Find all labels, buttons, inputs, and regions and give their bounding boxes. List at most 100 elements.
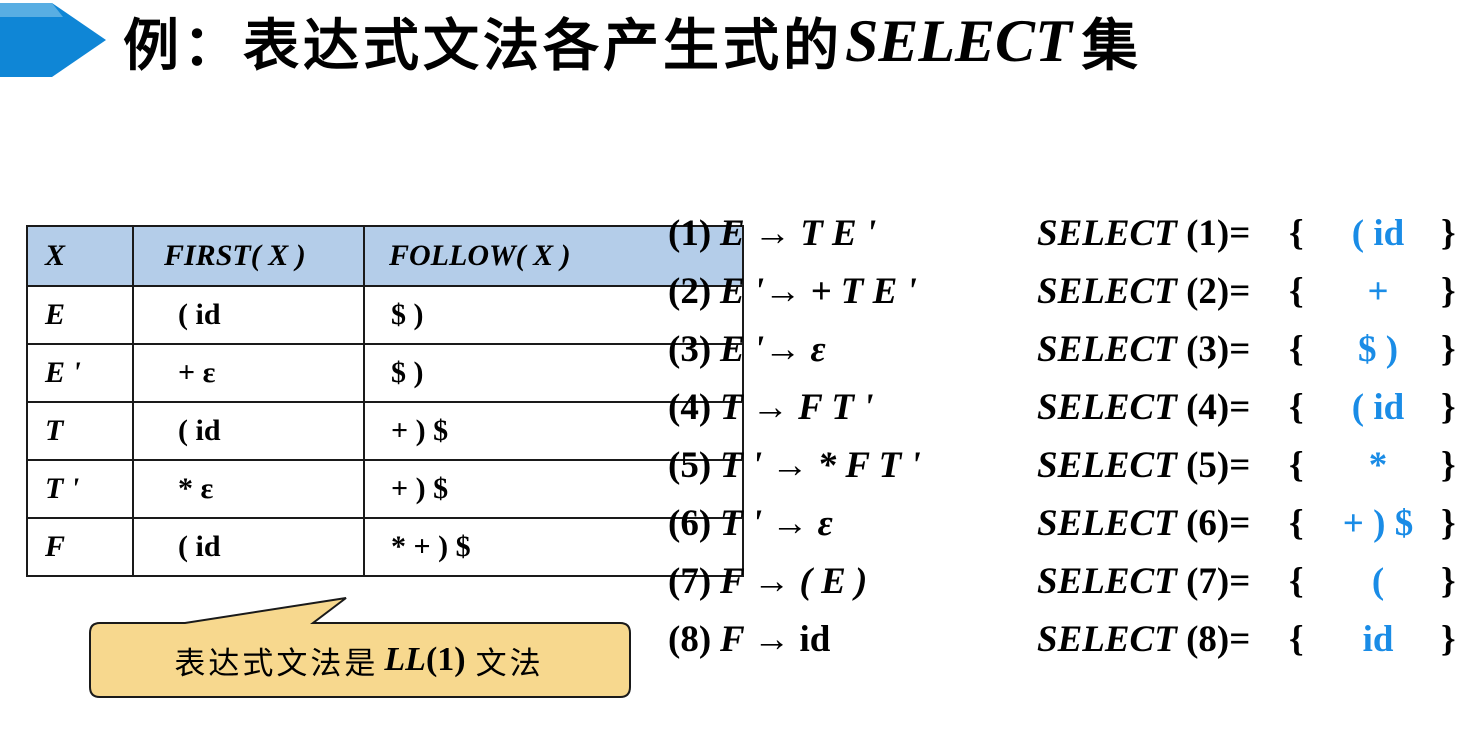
production-row: (2) E '→ + T E ' SELECT (2)= {+} <box>668 262 1465 320</box>
first-follow-table: X FIRST( X ) FOLLOW( X ) E ( id $ ) E ' … <box>26 225 744 577</box>
select-keyword: SELECT <box>1037 213 1177 254</box>
title-select-keyword: SELECT <box>845 7 1072 74</box>
table-row: F ( id * + ) $ <box>26 517 744 577</box>
production-number: (2) <box>668 271 712 312</box>
arrow-icon: → <box>751 387 789 428</box>
select-keyword: SELECT <box>1037 271 1177 312</box>
callout-ll1: LL(1) <box>384 641 465 679</box>
production-rule: T → F T ' <box>720 386 874 429</box>
cell-first: ( id <box>132 285 365 345</box>
table-row: E ' + ε $ ) <box>26 343 744 403</box>
production-rule: E '→ ε <box>720 328 826 371</box>
left-brace: { <box>1289 561 1304 602</box>
title-suffix: 集 <box>1081 13 1142 79</box>
select-number: (6)= <box>1186 503 1251 544</box>
production-lhs: T ' <box>720 445 763 486</box>
production-rule: E '→ + T E ' <box>720 270 917 313</box>
cell-first: * ε <box>132 459 365 519</box>
cell-symbol: T ' <box>26 459 134 519</box>
cell-symbol: E ' <box>26 343 134 403</box>
callout-text: 表达式文法是 LL(1) 文法 <box>88 623 630 697</box>
arrow-icon: → <box>753 619 791 660</box>
production-row: (3) E '→ ε SELECT (3)= { $ )} <box>668 320 1465 378</box>
production-lhs: E ' <box>720 329 765 370</box>
select-members: * <box>1368 445 1388 486</box>
header-first: FIRST( X ) <box>132 225 365 287</box>
select-keyword: SELECT <box>1037 387 1177 428</box>
production-number: (4) <box>668 387 712 428</box>
callout-text-after: 文法 <box>475 645 544 682</box>
select-members: ( <box>1371 561 1385 602</box>
select-label: SELECT (8)= <box>1037 618 1250 661</box>
production-row: (5) T ' → * F T ' SELECT (5)= {*} <box>668 436 1465 494</box>
right-brace: } <box>1441 445 1456 486</box>
production-rule: F → ( E ) <box>720 560 867 603</box>
production-rule: T ' → * F T ' <box>720 444 921 487</box>
select-number: (7)= <box>1186 561 1251 602</box>
production-number: (3) <box>668 329 712 370</box>
cell-follow: + ) $ <box>363 401 744 461</box>
cell-first: ( id <box>132 401 365 461</box>
production-rhs: ( E ) <box>799 561 868 602</box>
production-lhs: E ' <box>720 271 765 312</box>
page-title: 例：表达式文法各产生式的 SELECT 集 <box>123 6 1142 79</box>
production-lhs: T <box>720 387 743 428</box>
select-members: id <box>1362 619 1394 660</box>
production-list: (1) E → T E ' SELECT (1)= {( id} (2) E '… <box>668 204 1465 668</box>
select-keyword: SELECT <box>1037 561 1177 602</box>
select-number: (8)= <box>1186 619 1251 660</box>
production-number: (7) <box>668 561 712 602</box>
production-rhs: + T E ' <box>810 271 917 312</box>
production-number: (1) <box>668 213 712 254</box>
production-rhs: T E ' <box>800 213 877 254</box>
select-members: ( id <box>1351 213 1405 254</box>
production-row: (1) E → T E ' SELECT (1)= {( id} <box>668 204 1465 262</box>
select-keyword: SELECT <box>1037 329 1177 370</box>
production-rhs: ε <box>817 503 833 544</box>
right-brace: } <box>1441 329 1456 370</box>
select-members: + <box>1367 271 1389 312</box>
title-prefix: 例：表达式文法各产生式的 <box>123 13 843 79</box>
ll-label: LL <box>384 641 426 678</box>
ll-arg: (1) <box>425 641 466 678</box>
header-x: X <box>26 225 134 287</box>
arrow-icon: → <box>753 213 791 254</box>
cell-follow: * + ) $ <box>363 517 744 577</box>
select-keyword: SELECT <box>1037 503 1177 544</box>
select-label: SELECT (6)= <box>1037 502 1250 545</box>
right-brace: } <box>1441 503 1456 544</box>
production-row: (8) F → id SELECT (8)= {id} <box>668 610 1465 668</box>
select-number: (2)= <box>1186 271 1251 312</box>
arrow-icon: → <box>771 503 809 544</box>
left-brace: { <box>1289 329 1304 370</box>
select-members: ( id <box>1351 387 1405 428</box>
left-brace: { <box>1289 387 1304 428</box>
select-number: (5)= <box>1186 445 1251 486</box>
production-row: (6) T ' → ε SELECT (6)= {+ ) $} <box>668 494 1465 552</box>
cell-follow: $ ) <box>363 285 744 345</box>
select-number: (3)= <box>1186 329 1251 370</box>
production-lhs: F <box>720 619 745 660</box>
production-number: (6) <box>668 503 712 544</box>
select-keyword: SELECT <box>1037 445 1177 486</box>
production-row: (7) F → ( E ) SELECT (7)= {(} <box>668 552 1465 610</box>
cell-follow: $ ) <box>363 343 744 403</box>
select-keyword: SELECT <box>1037 619 1177 660</box>
select-label: SELECT (3)= <box>1037 328 1250 371</box>
cell-follow: + ) $ <box>363 459 744 519</box>
production-rhs: * F T ' <box>817 445 921 486</box>
production-rule: E → T E ' <box>720 212 876 255</box>
select-members: $ ) <box>1357 329 1399 370</box>
production-rhs: F T ' <box>798 387 874 428</box>
arrow-icon: → <box>753 561 791 602</box>
production-rule: T ' → ε <box>720 502 833 545</box>
select-number: (4)= <box>1186 387 1251 428</box>
title-banner-arrow-icon <box>0 3 106 77</box>
select-label: SELECT (2)= <box>1037 270 1250 313</box>
arrow-icon: → <box>764 271 802 312</box>
right-brace: } <box>1441 619 1456 660</box>
cell-symbol: T <box>26 401 134 461</box>
production-rhs: id <box>799 619 831 660</box>
production-rhs: ε <box>810 329 826 370</box>
select-label: SELECT (5)= <box>1037 444 1250 487</box>
